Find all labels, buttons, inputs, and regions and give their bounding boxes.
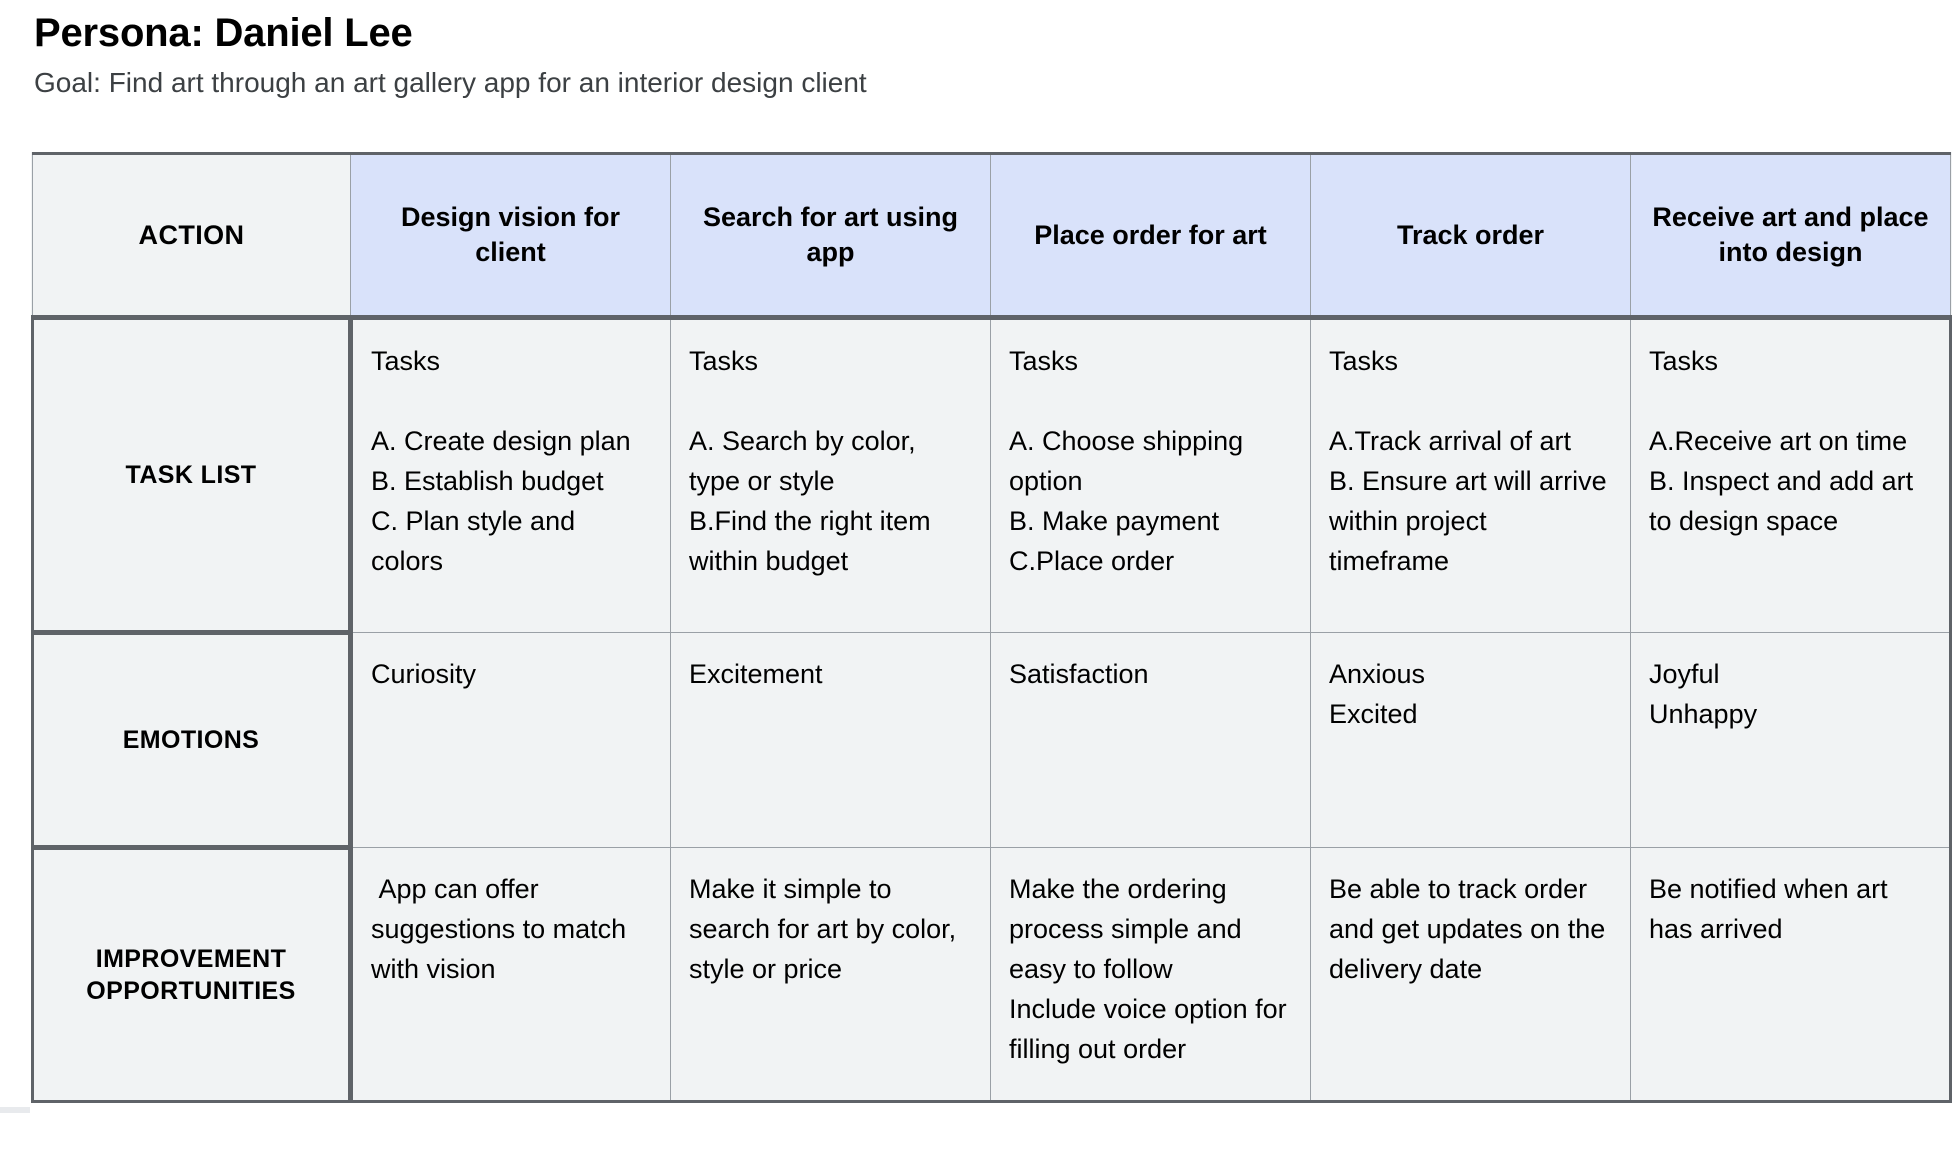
viewport-edge-artifact [0, 1107, 30, 1113]
improvement-cell-stage-1: App can offer suggestions to match with … [350, 847, 671, 1103]
column-header-stage-2: Search for art using app [670, 152, 991, 320]
task-list-cell-stage-2: Tasks A. Search by color, type or style … [670, 317, 991, 633]
improvement-cell-stage-3: Make the ordering process simple and eas… [990, 847, 1311, 1103]
emotions-cell-stage-1: Curiosity [350, 632, 671, 848]
persona-goal: Goal: Find art through an art gallery ap… [34, 67, 867, 98]
task-list-cell-stage-3: Tasks A. Choose shipping option B. Make … [990, 317, 1311, 633]
column-header-stage-5: Receive art and place into design [1630, 152, 1951, 320]
persona-header: Persona: Daniel Lee Goal: Find art throu… [34, 10, 1234, 100]
viewport-bottom-margin [0, 1113, 1957, 1172]
task-list-cell-stage-1: Tasks A. Create design plan B. Establish… [350, 317, 671, 633]
table-row-improvement-opportunities: IMPROVEMENT OPPORTUNITIES App can offer … [31, 847, 1952, 1103]
row-header-emotions: EMOTIONS [31, 632, 353, 850]
page-title: Persona: Daniel Lee [34, 11, 413, 55]
table-row-task-list: TASK LIST Tasks A. Create design plan B.… [31, 317, 1952, 635]
row-header-task-list: TASK LIST [31, 317, 353, 635]
emotions-cell-stage-2: Excitement [670, 632, 991, 848]
row-header-improvement-opportunities: IMPROVEMENT OPPORTUNITIES [31, 847, 353, 1103]
task-list-cell-stage-5: Tasks A.Receive art on time B. Inspect a… [1630, 317, 1952, 633]
improvement-cell-stage-2: Make it simple to search for art by colo… [670, 847, 991, 1103]
table-header-row: ACTION Design vision for client Search f… [32, 152, 1951, 320]
column-header-stage-3: Place order for art [990, 152, 1311, 320]
user-journey-map-table: ACTION Design vision for client Search f… [31, 152, 1952, 1103]
column-header-stage-4: Track order [1310, 152, 1631, 320]
row-header-action: ACTION [32, 152, 351, 320]
column-header-stage-1: Design vision for client [350, 152, 671, 320]
emotions-cell-stage-4: Anxious Excited [1310, 632, 1631, 848]
emotions-cell-stage-3: Satisfaction [990, 632, 1311, 848]
task-list-cell-stage-4: Tasks A.Track arrival of art B. Ensure a… [1310, 317, 1631, 633]
improvement-cell-stage-5: Be notified when art has arrived [1630, 847, 1952, 1103]
emotions-cell-stage-5: Joyful Unhappy [1630, 632, 1952, 848]
table-row-emotions: EMOTIONS Curiosity Excitement Satisfacti… [31, 632, 1952, 850]
improvement-cell-stage-4: Be able to track order and get updates o… [1310, 847, 1631, 1103]
